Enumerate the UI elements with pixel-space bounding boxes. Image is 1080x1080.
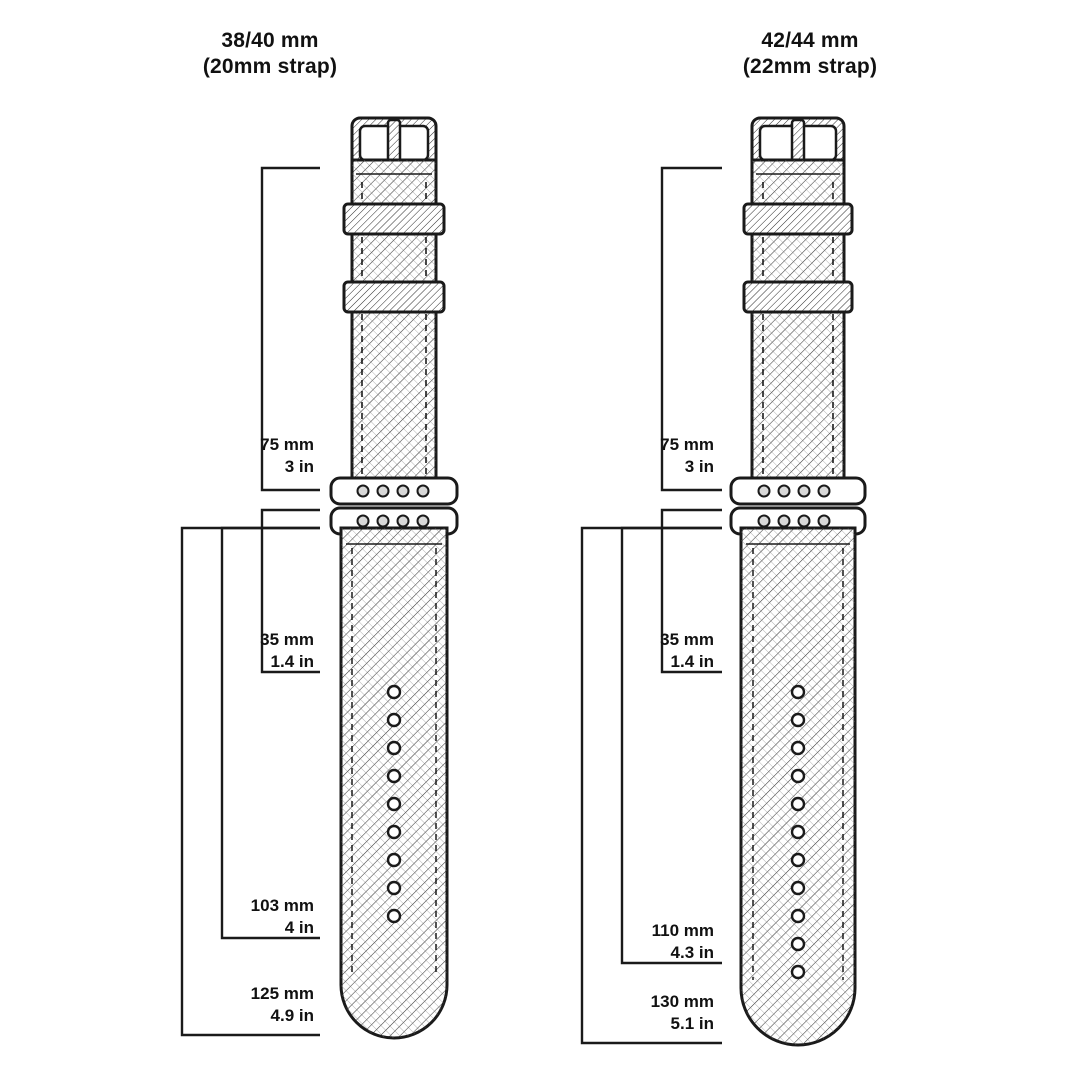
dim-large-110mm-inches: 4.3 in bbox=[670, 943, 714, 962]
panel-38-40mm: 38/40 mm (20mm strap) bbox=[0, 28, 540, 1040]
dim-label-large-35mm: 35 mm 1.4 in bbox=[606, 629, 714, 673]
panel-title-small-line2: (20mm strap) bbox=[202, 55, 338, 78]
dimension-lines-large bbox=[580, 166, 722, 1045]
dim-label-small-35mm: 35 mm 1.4 in bbox=[206, 629, 314, 673]
dim-label-large-110mm: 110 mm 4.3 in bbox=[566, 920, 714, 964]
strap-holes-large bbox=[790, 684, 806, 980]
dim-label-large-75mm: 75 mm 3 in bbox=[606, 434, 714, 478]
dim-large-110mm-value: 110 mm bbox=[651, 921, 714, 940]
dim-small-103mm-inches: 4 in bbox=[284, 918, 314, 937]
dim-large-75mm-value: 75 mm bbox=[660, 435, 714, 454]
dim-small-103mm-value: 103 mm bbox=[250, 896, 314, 915]
lug-connector-upper-large bbox=[729, 476, 867, 506]
panel-title-large: 42/44 mm (22mm strap) bbox=[540, 28, 1080, 80]
panel-title-large-line2: (22mm strap) bbox=[742, 55, 878, 78]
dim-small-75mm-inches: 3 in bbox=[284, 457, 314, 476]
strap-drawing-large bbox=[580, 116, 867, 1047]
panel-title-small: 38/40 mm (20mm strap) bbox=[0, 28, 540, 80]
panel-42-44mm: 42/44 mm (22mm strap) bbox=[540, 0, 1080, 1080]
panel-title-large-line1: 42/44 mm bbox=[761, 29, 859, 52]
dim-label-small-103mm: 103 mm 4 in bbox=[166, 895, 314, 939]
lug-connector-upper-small bbox=[329, 476, 459, 506]
buckle-small bbox=[350, 116, 438, 170]
dim-large-35mm-value: 35 mm bbox=[660, 630, 714, 649]
dim-small-125mm-inches: 4.9 in bbox=[270, 1006, 314, 1025]
dim-large-35mm-inches: 1.4 in bbox=[670, 652, 714, 671]
keeper-loops-large bbox=[742, 202, 854, 314]
dim-small-35mm-value: 35 mm bbox=[260, 630, 314, 649]
dim-small-35mm-inches: 1.4 in bbox=[270, 652, 314, 671]
dim-small-75mm-value: 75 mm bbox=[260, 435, 314, 454]
buckle-large bbox=[750, 116, 846, 170]
dimension-lines-small bbox=[180, 166, 320, 1037]
panel-title-small-line1: 38/40 mm bbox=[221, 29, 319, 52]
keeper-loops-small bbox=[342, 202, 446, 314]
strap-holes-small bbox=[386, 684, 402, 924]
dim-large-75mm-inches: 3 in bbox=[684, 457, 714, 476]
dim-label-large-130mm: 130 mm 5.1 in bbox=[566, 991, 714, 1035]
dim-small-125mm-value: 125 mm bbox=[250, 984, 314, 1003]
dim-large-130mm-inches: 5.1 in bbox=[670, 1014, 714, 1033]
dim-large-130mm-value: 130 mm bbox=[650, 992, 714, 1011]
dim-label-small-125mm: 125 mm 4.9 in bbox=[166, 983, 314, 1027]
dim-label-small-75mm: 75 mm 3 in bbox=[206, 434, 314, 478]
strap-drawing-small bbox=[180, 116, 459, 1040]
